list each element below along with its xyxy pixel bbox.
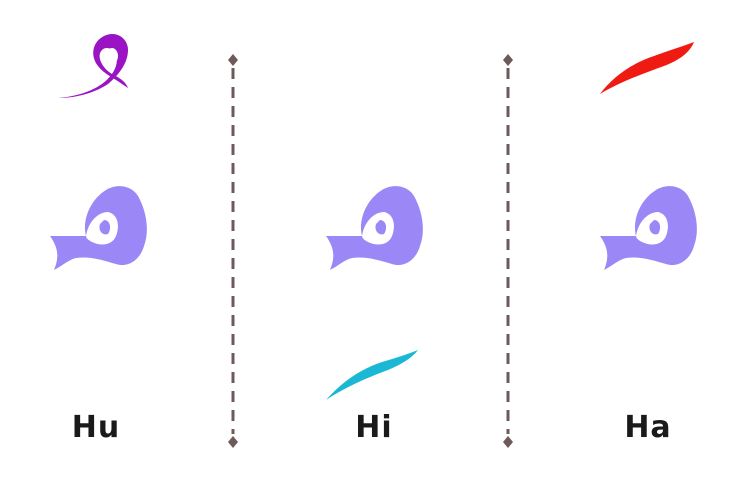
- dashed-divider: [228, 54, 238, 448]
- damma-shape: [58, 33, 128, 98]
- letter-haa-icon: [326, 186, 423, 270]
- kasra-mark: [326, 350, 418, 400]
- syllable-label: Hi: [355, 410, 393, 445]
- fatha-mark: [600, 42, 694, 94]
- panel-hi: Hi: [252, 0, 504, 500]
- damma-mark: [58, 33, 128, 98]
- syllable-label: Ha: [624, 410, 672, 445]
- panel-ha: Ha: [504, 0, 756, 500]
- letter-haa-icon: [50, 186, 147, 270]
- dashed-divider: [503, 54, 513, 448]
- panel-hu: Hu: [0, 0, 252, 500]
- syllable-label: Hu: [71, 410, 121, 445]
- fatha-shape: [600, 42, 694, 94]
- kasra-shape: [326, 350, 418, 400]
- letter-haa-icon: [600, 186, 697, 270]
